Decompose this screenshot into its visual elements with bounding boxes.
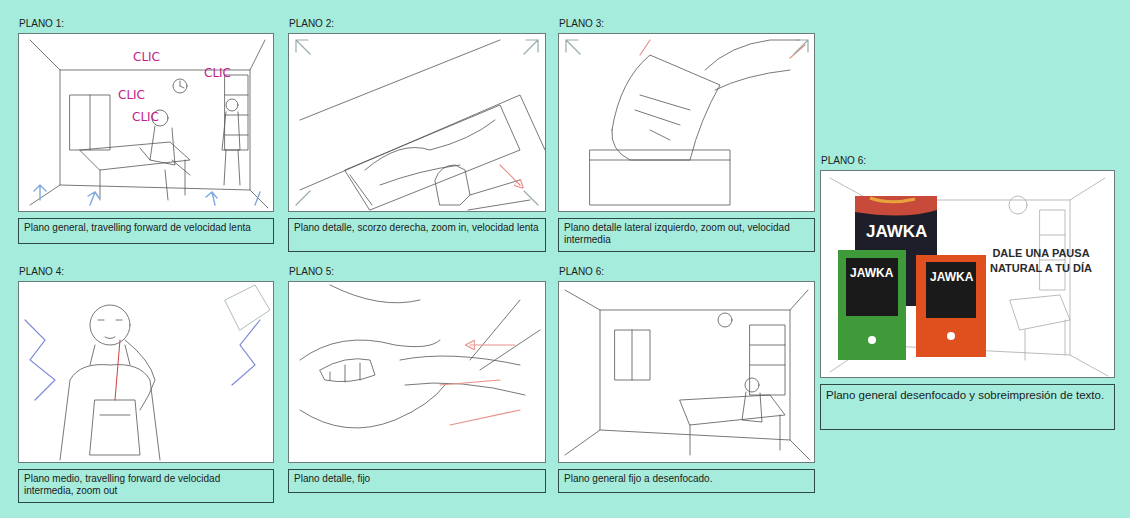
shot-heading: PLANO 4: xyxy=(19,266,64,277)
shot-description-box: Plano detalle, fijo xyxy=(288,469,546,493)
storyboard-frame: PLANO 4: xyxy=(18,281,274,463)
shot-description-box: Plano detalle lateral izquierdo, zoom ou… xyxy=(558,218,815,252)
shot-description: Plano medio, travelling forward de veloc… xyxy=(24,473,268,497)
shot-heading: PLANO 6: xyxy=(559,266,604,277)
shot-description-box: Plano general desenfocado y sobreimpresi… xyxy=(820,384,1115,430)
shot-heading: PLANO 2: xyxy=(289,18,334,29)
brand-name: JAWKA xyxy=(930,270,973,284)
shot-description: Plano general, travelling forward de vel… xyxy=(24,222,268,234)
shot-heading: PLANO 6: xyxy=(821,155,866,166)
shot-description: Plano detalle lateral izquierdo, zoom ou… xyxy=(564,222,809,246)
shot-description: Plano general desenfocado y sobreimpresi… xyxy=(826,388,1109,403)
storyboard-frame: PLANO 2: xyxy=(288,33,546,212)
sound-effect: CLIC xyxy=(132,110,159,124)
shot-description-box: Plano general, travelling forward de vel… xyxy=(18,218,274,244)
storyboard-frame: PLANO 6: xyxy=(558,281,815,463)
overlay-slogan: DALE UNA PAUSA NATURAL A TU DÍA xyxy=(986,246,1096,276)
shot-description-box: Plano detalle, scorzo derecha, zoom in, … xyxy=(288,218,546,252)
shot-heading: PLANO 1: xyxy=(19,18,64,29)
storyboard-frame: PLANO 3: xyxy=(558,33,815,212)
sound-effect: CLIC xyxy=(118,88,145,102)
shot-description: Plano detalle, scorzo derecha, zoom in, … xyxy=(294,222,540,234)
shot-description: Plano general fijo a desenfocado. xyxy=(564,473,809,485)
shot-description: Plano detalle, fijo xyxy=(294,473,540,485)
shot-description-box: Plano general fijo a desenfocado. xyxy=(558,469,815,493)
sound-effect: CLIC xyxy=(133,50,160,64)
brand-name: JAWKA xyxy=(850,266,893,280)
shot-description-box: Plano medio, travelling forward de veloc… xyxy=(18,469,274,503)
brand-name: JAWKA xyxy=(866,222,927,242)
shot-heading: PLANO 5: xyxy=(289,266,334,277)
storyboard-frame: PLANO 5: xyxy=(288,281,546,463)
shot-heading: PLANO 3: xyxy=(559,18,604,29)
sound-effect: CLIC xyxy=(204,66,231,80)
